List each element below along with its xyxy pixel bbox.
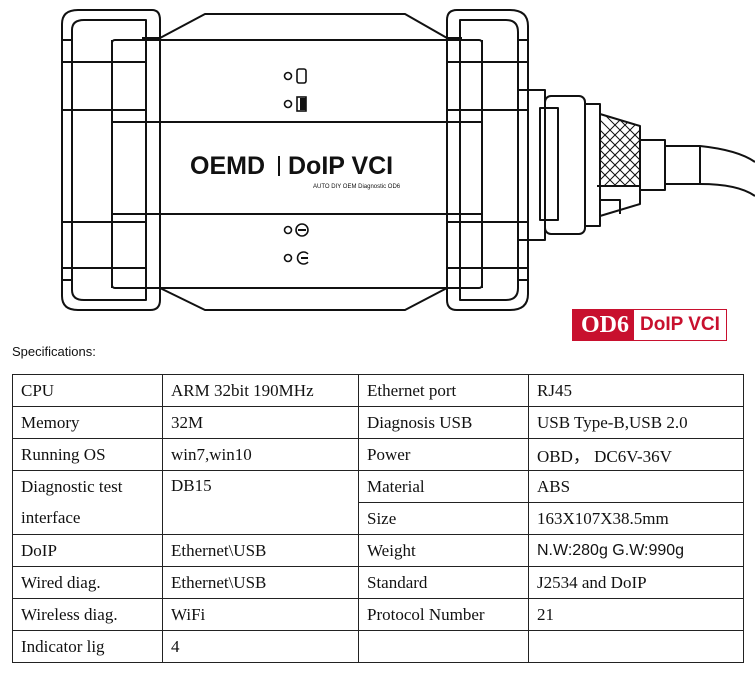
spec-value: 21 xyxy=(528,598,744,631)
spec-label: Power xyxy=(358,438,529,471)
spec-label: Diagnosis USB xyxy=(358,406,529,439)
spec-label: Running OS xyxy=(12,438,163,471)
device-title-right: DoIP VCI xyxy=(288,152,393,180)
spec-label-line: interface xyxy=(21,508,81,527)
spec-value: ABS xyxy=(528,470,744,503)
spec-label: Wired diag. xyxy=(12,566,163,599)
brand-name: DoIP VCI xyxy=(634,310,726,340)
table-row: DoIP Ethernet\USB Weight N.W:280g G.W:99… xyxy=(12,534,744,567)
spec-value: OBD， DC6V-36V xyxy=(528,438,744,471)
spec-label: Indicator lig xyxy=(12,630,163,663)
spec-value: ARM 32bit 190MHz xyxy=(162,374,359,407)
table-row: Wired diag. Ethernet\USB Standard J2534 … xyxy=(12,566,744,599)
spec-value: 4 xyxy=(162,630,359,663)
spec-label: DoIP xyxy=(12,534,163,567)
specifications-heading: Specifications: xyxy=(12,344,96,359)
spec-label: Ethernet port xyxy=(358,374,529,407)
spec-label: Memory xyxy=(12,406,163,439)
spec-value: WiFi xyxy=(162,598,359,631)
spec-label: CPU xyxy=(12,374,163,407)
spec-label xyxy=(358,630,529,663)
spec-value: 32M xyxy=(162,406,359,439)
brand-code: OD6 xyxy=(573,310,634,340)
specifications-table: CPU ARM 32bit 190MHz Ethernet port RJ45 … xyxy=(12,374,744,663)
spec-value: J2534 and DoIP xyxy=(528,566,744,599)
spec-label-line: Diagnostic test xyxy=(21,477,123,496)
table-row: Running OS win7,win10 Power OBD， DC6V-36… xyxy=(12,438,744,471)
table-row: Wireless diag. WiFi Protocol Number 21 xyxy=(12,598,744,631)
spec-value: RJ45 xyxy=(528,374,744,407)
table-row: CPU ARM 32bit 190MHz Ethernet port RJ45 xyxy=(12,374,744,407)
spec-label: Size xyxy=(358,502,529,535)
brand-badge: OD6 DoIP VCI xyxy=(572,309,727,341)
spec-value: win7,win10 xyxy=(162,438,359,471)
spec-label: Protocol Number xyxy=(358,598,529,631)
spec-label: Diagnostic test interface xyxy=(12,470,163,535)
table-row: Indicator lig 4 xyxy=(12,630,744,663)
table-row: Memory 32M Diagnosis USB USB Type-B,USB … xyxy=(12,406,744,439)
spec-value: Ethernet\USB xyxy=(162,566,359,599)
spec-value: Ethernet\USB xyxy=(162,534,359,567)
device-illustration: OEMD DoIP VCI AUTO DIY OEM Diagnostic OD… xyxy=(61,9,755,311)
spec-label: Standard xyxy=(358,566,529,599)
spec-label: Material xyxy=(358,470,529,503)
device-subtitle: AUTO DIY OEM Diagnostic OD6 xyxy=(313,184,401,190)
spec-label: Wireless diag. xyxy=(12,598,163,631)
spec-value: USB Type-B,USB 2.0 xyxy=(528,406,744,439)
spec-value xyxy=(528,630,744,663)
spec-label: Weight xyxy=(358,534,529,567)
device-title-left: OEMD xyxy=(190,152,265,180)
spec-value: DB15 xyxy=(162,470,359,535)
spec-value: 163X107X38.5mm xyxy=(528,502,744,535)
spec-value: N.W:280g G.W:990g xyxy=(528,534,744,567)
table-row: Size 163X107X38.5mm xyxy=(13,502,744,535)
table-row: Diagnostic test interface DB15 Material … xyxy=(12,470,744,535)
